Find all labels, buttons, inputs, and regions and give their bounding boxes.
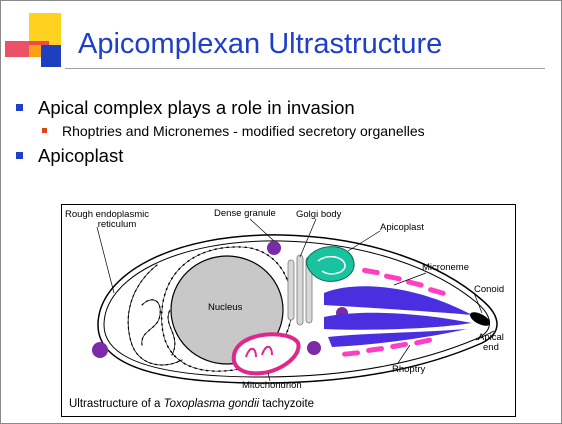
label-microneme: Microneme <box>422 263 469 273</box>
rhoptries <box>324 286 472 347</box>
label-rhoptry: Rhoptry <box>392 365 425 375</box>
label-mitochondrion: Mitochondrion <box>242 381 302 391</box>
bullet-text: Apicoplast <box>38 145 123 166</box>
toxoplasma-figure: Rough endoplasmic reticulum Dense granul… <box>61 204 516 417</box>
apicoplast <box>307 247 354 282</box>
label-dense-granule: Dense granule <box>214 209 276 219</box>
figure-caption: Ultrastructure of a Toxoplasma gondii ta… <box>69 398 314 410</box>
label-apical-end: Apical end <box>478 333 504 353</box>
bullet-list: Apical complex plays a role in invasion … <box>16 96 556 168</box>
bullet-marker <box>16 152 23 159</box>
label-apicoplast: Apicoplast <box>380 223 424 233</box>
label-golgi: Golgi body <box>296 210 341 220</box>
logo-blue-square <box>41 45 61 67</box>
label-conoid: Conoid <box>474 285 504 295</box>
logo-yellow-square <box>29 13 61 45</box>
bullet-marker <box>16 104 23 111</box>
sub-bullet-marker <box>42 128 47 133</box>
sub-bullet-text: Rhoptries and Micronemes - modified secr… <box>62 123 425 139</box>
bullet-item: Apical complex plays a role in invasion <box>16 96 556 120</box>
dense-granule <box>307 341 321 355</box>
label-nucleus: Nucleus <box>208 303 242 313</box>
dense-granule <box>92 342 108 358</box>
bullet-text: Apical complex plays a role in invasion <box>38 97 355 118</box>
title-divider <box>65 68 545 69</box>
label-rough-er: Rough endoplasmic reticulum <box>65 210 149 230</box>
sub-bullet-item: Rhoptries and Micronemes - modified secr… <box>16 121 556 141</box>
mitochondrion <box>234 334 299 373</box>
logo-yellow-small <box>29 45 41 57</box>
slide-logo <box>1 1 81 81</box>
slide-title: Apicomplexan Ultrastructure <box>78 28 442 61</box>
dense-granule <box>267 241 281 255</box>
bullet-item: Apicoplast <box>16 144 556 168</box>
